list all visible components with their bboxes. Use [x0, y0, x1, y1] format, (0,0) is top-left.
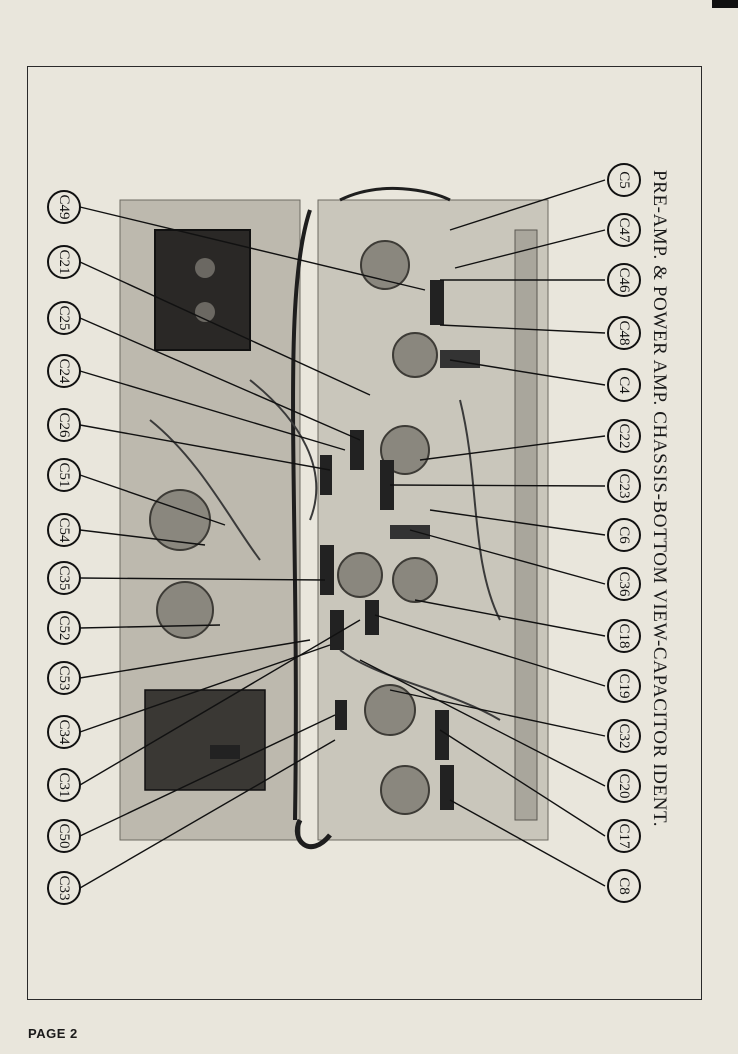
- svg-text:C4: C4: [616, 376, 632, 394]
- svg-text:C31: C31: [56, 772, 72, 797]
- callout-c8: C8: [607, 869, 641, 903]
- svg-text:C48: C48: [616, 320, 632, 345]
- callout-c53: C53: [47, 661, 81, 695]
- callout-c35: C35: [47, 561, 81, 595]
- svg-text:C35: C35: [56, 565, 72, 590]
- svg-text:C6: C6: [616, 526, 632, 544]
- callout-c34: C34: [47, 715, 81, 749]
- callout-c36: C36: [607, 567, 641, 601]
- leader-lines-left: [79, 206, 426, 889]
- svg-text:C17: C17: [616, 823, 632, 849]
- callout-c50: C50: [47, 819, 81, 853]
- callout-c47: C47: [607, 213, 641, 247]
- callout-c25: C25: [47, 301, 81, 335]
- svg-text:C47: C47: [616, 217, 632, 243]
- svg-text:C34: C34: [56, 719, 72, 745]
- leader-lines-right: [359, 179, 606, 887]
- callout-c20: C20: [607, 769, 641, 803]
- svg-text:C46: C46: [616, 267, 632, 293]
- callout-c17: C17: [607, 819, 641, 853]
- corner-mark: [712, 0, 738, 8]
- callout-c18: C18: [607, 619, 641, 653]
- callout-c22: C22: [607, 419, 641, 453]
- svg-text:C53: C53: [56, 665, 72, 690]
- svg-text:C33: C33: [56, 875, 72, 900]
- svg-text:C23: C23: [616, 473, 632, 498]
- page-number: PAGE 2: [28, 1026, 78, 1041]
- page-frame: [27, 66, 702, 1000]
- svg-text:C22: C22: [616, 423, 632, 448]
- callout-c19: C19: [607, 669, 641, 703]
- callout-c6: C6: [607, 518, 641, 552]
- callout-c31: C31: [47, 768, 81, 802]
- callouts-right: C5 C47 C46 C48 C4 C22 C23 C6 C36 C18 C19…: [607, 163, 641, 903]
- svg-text:C24: C24: [56, 358, 72, 384]
- figure-caption: PRE-AMP. & POWER AMP. CHASSIS-BOTTOM VIE…: [649, 170, 670, 828]
- svg-text:C26: C26: [56, 412, 72, 438]
- callout-c23: C23: [607, 469, 641, 503]
- svg-text:C49: C49: [56, 194, 72, 219]
- svg-text:C51: C51: [56, 462, 72, 487]
- callouts-left: C49 C21 C25 C24 C26 C51 C54 C35 C52 C53 …: [47, 190, 81, 905]
- callout-c21: C21: [47, 245, 81, 279]
- svg-text:C36: C36: [616, 571, 632, 597]
- svg-text:C5: C5: [616, 171, 632, 189]
- callout-c54: C54: [47, 513, 81, 547]
- callout-c4: C4: [607, 368, 641, 402]
- callout-c48: C48: [607, 316, 641, 350]
- svg-text:C54: C54: [56, 517, 72, 543]
- callout-c5: C5: [607, 163, 641, 197]
- callout-c33: C33: [47, 871, 81, 905]
- callout-c52: C52: [47, 611, 81, 645]
- svg-text:C21: C21: [56, 249, 72, 274]
- svg-text:C50: C50: [56, 823, 72, 848]
- callout-c32: C32: [607, 719, 641, 753]
- callout-c24: C24: [47, 354, 81, 388]
- callout-c46: C46: [607, 263, 641, 297]
- svg-text:C8: C8: [616, 877, 632, 895]
- svg-text:C32: C32: [616, 723, 632, 748]
- svg-text:C25: C25: [56, 305, 72, 330]
- callout-c49: C49: [47, 190, 81, 224]
- svg-text:C19: C19: [616, 673, 632, 698]
- svg-text:C20: C20: [616, 773, 632, 798]
- svg-text:C52: C52: [56, 615, 72, 640]
- callout-c51: C51: [47, 458, 81, 492]
- callout-c26: C26: [47, 408, 81, 442]
- svg-text:C18: C18: [616, 623, 632, 648]
